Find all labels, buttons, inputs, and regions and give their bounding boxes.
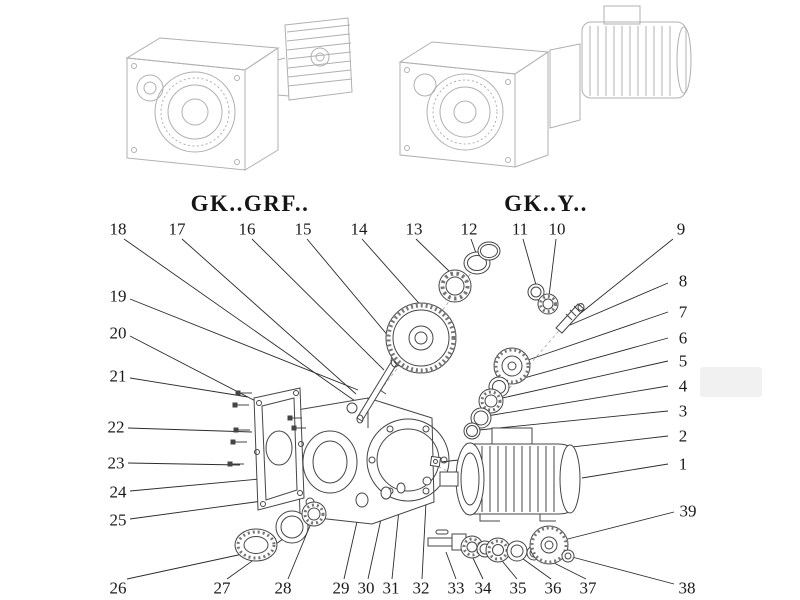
part-number-21: 21	[109, 366, 127, 386]
leader-line-13	[415, 238, 451, 273]
part-number-5: 5	[678, 351, 688, 371]
part-number-14: 14	[350, 219, 368, 239]
leader-line-38	[571, 556, 675, 585]
leader-line-17	[181, 238, 357, 395]
part-number-6: 6	[678, 328, 688, 348]
leader-line-11	[522, 238, 537, 286]
part-number-7: 7	[678, 302, 688, 322]
edge-watermark	[700, 367, 762, 397]
part-number-8: 8	[678, 271, 688, 291]
part-number-3: 3	[678, 401, 688, 421]
leader-line-22	[127, 427, 253, 433]
part-number-12: 12	[460, 219, 478, 239]
model-label-gk-grf: GK..GRF..	[190, 191, 310, 216]
part-number-13: 13	[405, 219, 423, 239]
part-number-15: 15	[294, 219, 312, 239]
part-number-27: 27	[213, 578, 231, 598]
part-number-4: 4	[678, 376, 688, 396]
part-number-18: 18	[109, 219, 127, 239]
part-number-39: 39	[679, 501, 697, 521]
gearbox-y-drawing	[398, 5, 692, 168]
part-number-25: 25	[109, 510, 127, 530]
part-number-32: 32	[412, 578, 430, 598]
leader-line-18	[123, 238, 366, 409]
input-bearing-drawing	[438, 269, 472, 303]
leader-line-23	[127, 462, 241, 466]
part-number-24: 24	[109, 482, 127, 502]
leader-line-39	[555, 511, 675, 543]
part-number-26: 26	[109, 578, 127, 598]
exploded-view	[227, 241, 585, 565]
leader-line-15	[306, 238, 401, 351]
motor-drawing	[439, 427, 581, 522]
leader-line-14	[361, 238, 426, 311]
leader-line-6	[505, 337, 669, 384]
part-number-10: 10	[548, 219, 566, 239]
part-number-9: 9	[676, 219, 686, 239]
part-number-16: 16	[238, 219, 256, 239]
output-seals-drawing	[234, 501, 327, 562]
leader-line-33	[445, 551, 457, 580]
leader-line-19	[129, 298, 359, 391]
bore-spacers-drawing	[355, 476, 432, 508]
output-shaft-assembly-drawing	[427, 525, 575, 565]
flange-plate-drawing	[253, 387, 305, 511]
retaining-rings-drawing	[463, 241, 501, 275]
part-number-31: 31	[382, 578, 400, 598]
part-number-34: 34	[474, 578, 492, 598]
part-number-33: 33	[447, 578, 465, 598]
leader-line-24	[129, 477, 271, 492]
part-number-1: 1	[678, 454, 688, 474]
leader-line-3	[478, 410, 669, 431]
bevel-pinion-branch-drawing	[527, 283, 585, 334]
bevel-gear-drawing	[463, 347, 531, 440]
part-number-19: 19	[109, 286, 127, 306]
leader-line-16	[251, 238, 385, 371]
part-number-20: 20	[109, 323, 127, 343]
vent-plug-drawing	[429, 455, 442, 468]
large-gear-drawing	[385, 302, 457, 374]
part-number-36: 36	[544, 578, 562, 598]
part-number-30: 30	[357, 578, 375, 598]
leader-line-21	[129, 377, 249, 398]
leader-line-9	[576, 238, 674, 317]
part-number-38: 38	[678, 578, 696, 598]
model-label-gk-y: GK..Y..	[504, 191, 588, 216]
part-number-28: 28	[274, 578, 292, 598]
leader-line-8	[569, 282, 669, 326]
part-number-17: 17	[168, 219, 186, 239]
housing-bolts	[227, 390, 306, 467]
part-number-37: 37	[579, 578, 597, 598]
leader-line-36	[518, 555, 552, 580]
part-number-2: 2	[678, 426, 688, 446]
part-number-29: 29	[332, 578, 350, 598]
leader-line-26	[126, 551, 253, 580]
leader-line-10	[548, 238, 557, 297]
part-number-23: 23	[107, 453, 125, 473]
gearbox-grf-drawing	[125, 17, 353, 171]
part-number-11: 11	[511, 219, 529, 239]
leader-line-12	[470, 238, 477, 254]
part-number-22: 22	[107, 417, 125, 437]
part-number-35: 35	[509, 578, 527, 598]
leader-line-5	[497, 360, 669, 400]
leader-line-1	[581, 463, 669, 479]
leader-line-7	[524, 311, 669, 362]
leader-line-4	[486, 385, 669, 417]
